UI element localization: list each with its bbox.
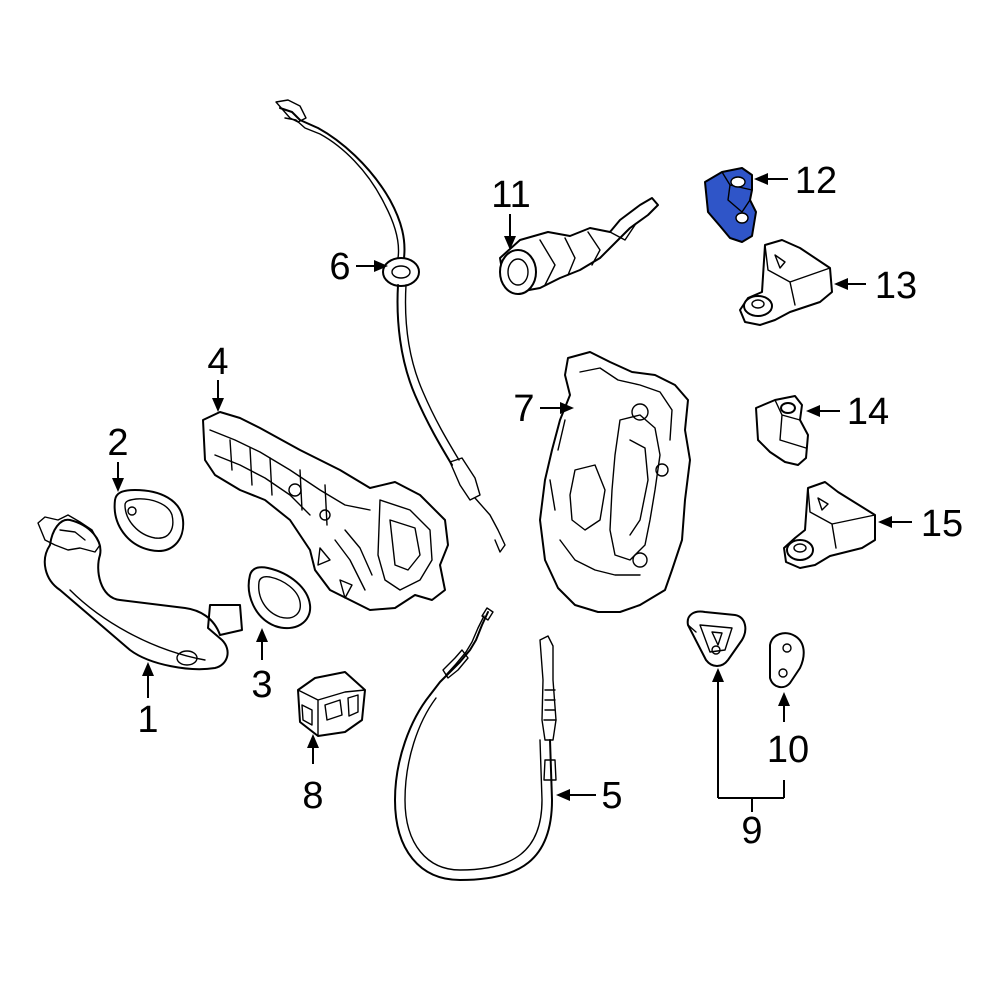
part-3-gasket[interactable]: [247, 566, 312, 630]
part-12-bracket-highlighted[interactable]: [704, 167, 757, 243]
part-2-gasket[interactable]: [113, 489, 185, 552]
part-6-cable[interactable]: [275, 99, 506, 553]
callout-2: 2: [107, 422, 128, 464]
part-14-hinge-pin[interactable]: [755, 395, 809, 466]
callout-14: 14: [847, 391, 889, 433]
callout-15: 15: [921, 503, 963, 545]
part-11-lock-cylinder[interactable]: [499, 197, 659, 295]
callout-10: 10: [767, 729, 809, 771]
part-5-cable[interactable]: [394, 607, 557, 881]
callout-13: 13: [875, 265, 917, 307]
callout-9: 9: [741, 810, 762, 852]
callout-6: 6: [329, 246, 350, 288]
callout-7: 7: [513, 388, 534, 430]
part-8-connector[interactable]: [297, 671, 366, 737]
part-9-striker[interactable]: [686, 610, 747, 667]
part-10-shim[interactable]: [769, 632, 805, 689]
part-15-hinge-lower[interactable]: [783, 481, 876, 569]
callout-5: 5: [601, 775, 622, 817]
part-1-door-handle[interactable]: [37, 514, 243, 671]
part-13-hinge-bracket[interactable]: [739, 239, 833, 326]
callout-11: 11: [491, 174, 530, 216]
callout-labels: 1 2 3 4 5 6 7 8 9 10 11 12 13 14 15: [107, 160, 963, 852]
callout-8: 8: [302, 775, 323, 817]
callout-12: 12: [795, 160, 837, 202]
part-4-handle-frame[interactable]: [202, 411, 449, 611]
callout-1: 1: [137, 699, 158, 741]
callout-3: 3: [251, 664, 272, 706]
leader-lines: [112, 173, 912, 812]
part-7-door-latch[interactable]: [539, 351, 691, 613]
callout-4: 4: [207, 341, 228, 383]
